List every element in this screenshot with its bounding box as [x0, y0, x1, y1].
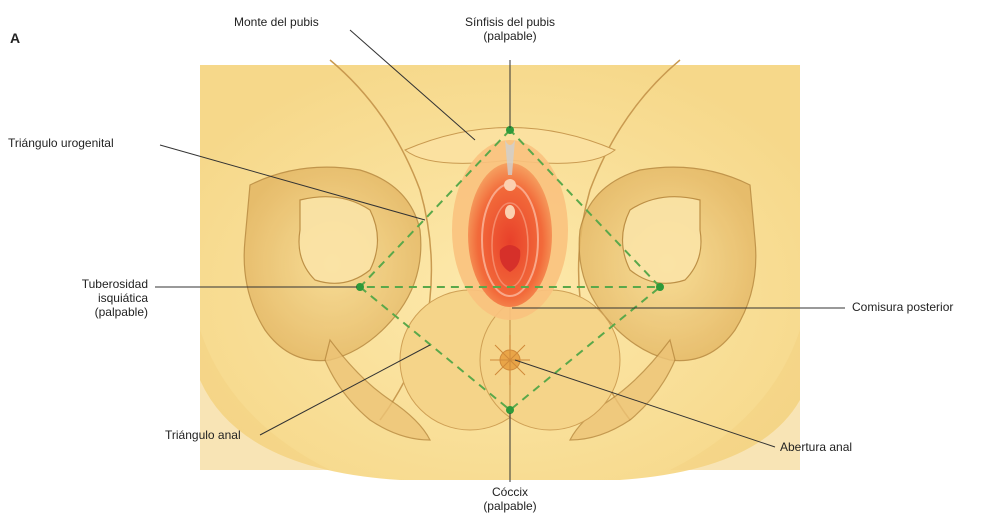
- label-sinfisis-line2: (palpable): [430, 29, 590, 43]
- panel-letter: A: [10, 30, 20, 46]
- coccix-dot: [506, 406, 514, 414]
- label-coccix-line2: (palpable): [450, 499, 570, 513]
- label-tuberosidad-line1: Tuberosidad: [20, 277, 148, 291]
- tuberosidad-right-dot: [656, 283, 664, 291]
- label-triangulo-anal: Triángulo anal: [165, 428, 241, 442]
- label-tuberosidad-line2: isquiática: [20, 291, 148, 305]
- label-coccix-line1: Cóccix: [450, 485, 570, 499]
- label-monte-pubis: Monte del pubis: [234, 15, 319, 29]
- vulva: [452, 140, 568, 320]
- label-tuberosidad: Tuberosidad isquiática (palpable): [20, 277, 148, 319]
- label-abertura-anal: Abertura anal: [780, 440, 852, 454]
- label-sinfisis-pubis: Sínfisis del pubis (palpable): [430, 15, 590, 43]
- label-coccix: Cóccix (palpable): [450, 485, 570, 513]
- label-tuberosidad-line3: (palpable): [20, 305, 148, 319]
- label-comisura-posterior: Comisura posterior: [852, 300, 953, 314]
- tuberosidad-left-dot: [356, 283, 364, 291]
- label-sinfisis-line1: Sínfisis del pubis: [430, 15, 590, 29]
- label-triangulo-urogenital: Triángulo urogenital: [8, 136, 114, 150]
